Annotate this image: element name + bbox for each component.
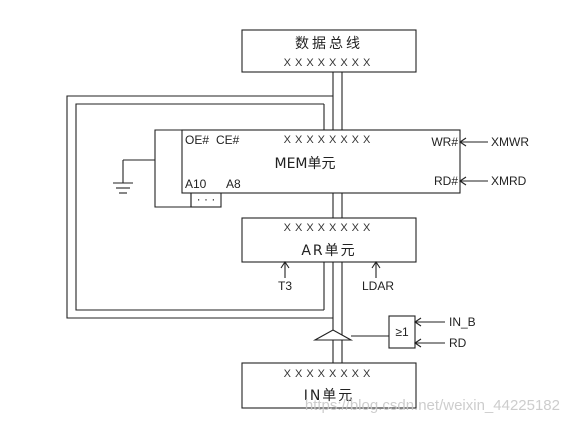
- tristate-buffer: [312, 329, 389, 341]
- mem-title: MEM单元: [274, 156, 335, 172]
- data-bus-block: 数据总线 XXXXXXXX: [241, 29, 417, 73]
- data-bus-bits: XXXXXXXX: [284, 57, 375, 69]
- rd-label: RD#: [434, 174, 458, 188]
- oe-label: OE#: [185, 133, 209, 147]
- mem-bits: XXXXXXXX: [284, 134, 375, 146]
- data-bus-title: 数据总线: [295, 36, 363, 52]
- xmwr-signal: XMWR: [491, 135, 529, 149]
- watermark-text: https://blog.csdn.net/weixin_44225182: [305, 397, 560, 414]
- ar-bits: XXXXXXXX: [284, 222, 375, 234]
- ar-unit: XXXXXXXX AR单元: [241, 217, 417, 263]
- or-gate: ≥1 IN_B RD: [388, 315, 476, 350]
- in-b-signal: IN_B: [449, 315, 476, 329]
- rd-signal: RD: [449, 336, 467, 350]
- ce-label: CE#: [216, 133, 240, 147]
- in-bits: XXXXXXXX: [284, 368, 375, 380]
- ar-title: AR单元: [301, 243, 356, 259]
- in-title: IN单元: [304, 388, 355, 404]
- t3-signal: T3: [278, 279, 292, 293]
- address-dots: · · ·: [197, 192, 216, 206]
- vertical-data-bus: [323, 72, 343, 363]
- mem-unit: XXXXXXXX OE# CE# MEM单元 A10 A8 · · · WR# …: [181, 129, 461, 206]
- xmrd-signal: XMRD: [491, 174, 527, 188]
- mem-control-signals: XMWR XMRD: [459, 135, 529, 188]
- return-bus-outer: [66, 95, 333, 319]
- ldar-signal: LDAR: [362, 279, 394, 293]
- a8-label: A8: [226, 177, 241, 191]
- in-unit: XXXXXXXX IN单元: [241, 362, 417, 409]
- a10-label: A10: [185, 177, 207, 191]
- wr-label: WR#: [431, 135, 458, 149]
- ar-control-signals: T3 LDAR: [278, 261, 394, 293]
- or-gate-label: ≥1: [395, 325, 409, 339]
